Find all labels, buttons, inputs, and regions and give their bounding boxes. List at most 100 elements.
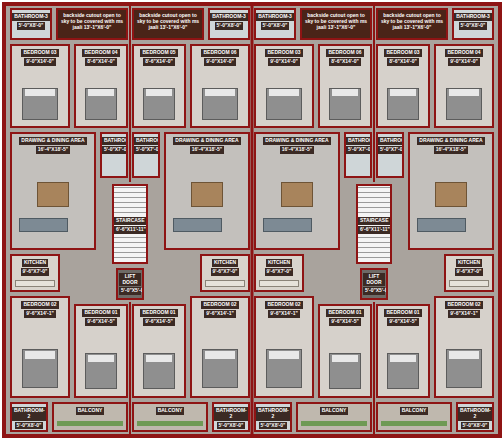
kitchen-room: KITCHEN9'-6"X7'-0" (200, 254, 250, 292)
bedroom-room: BEDROOM 019'-6"X14'-5" (376, 304, 430, 398)
room-dimension: 5'-0"X8'-0" (261, 22, 290, 30)
room-dimension: 16'-4"X18'-5" (280, 146, 314, 154)
staircase-box: STAIRCASE6'-6"X11'-11" (356, 184, 392, 264)
party-wall (373, 302, 375, 436)
bedroom-room: BEDROOM 029'-6"X14'-1" (434, 296, 494, 398)
pillow-furniture (390, 355, 416, 362)
pillow-furniture (449, 89, 478, 95)
bathroom-room: BATHROOM5'-0"X7'-0" (132, 132, 160, 178)
room-name: backside cutout open to sky to be covere… (58, 13, 126, 30)
bathroom-room: BATHROOM5'-0"X7'-0" (100, 132, 128, 178)
party-wall (373, 4, 375, 182)
kitchen-counter (205, 280, 245, 286)
cutout-area: backside cutout open to sky to be covere… (132, 8, 204, 40)
pillow-furniture (25, 351, 54, 359)
room-dimension: 9'-6"X7'-0" (455, 268, 484, 276)
room-name: BATHROOM-3 (256, 13, 294, 21)
planter-strip (137, 421, 203, 426)
room-name: BEDROOM 02 (201, 301, 238, 309)
room-dimension: 9'-6"X14'-1" (24, 310, 56, 318)
pillow-furniture (332, 355, 358, 362)
room-dimension: 5'-0"X8'-0" (217, 422, 246, 430)
room-name: backside cutout open to sky to be covere… (378, 13, 446, 30)
room-dimension: 9'-6"X14'-5" (387, 318, 419, 326)
room-dimension: 9'-6"X14'-5" (143, 318, 175, 326)
dining-table (435, 182, 468, 207)
room-name: BATHROOM-3 (454, 13, 492, 21)
room-name: BEDROOM 06 (326, 49, 363, 57)
lift-box: LIFT DOOR5'-0"X5'-0" (116, 268, 144, 300)
pillow-furniture (146, 355, 172, 362)
dining-table (37, 182, 70, 207)
room-dimension: 9'-6"X14'-1" (448, 310, 480, 318)
bedroom-room: BEDROOM 068'-6"X14'-0" (318, 44, 372, 128)
room-dimension: 8'-6"X14'-0" (387, 58, 419, 66)
bathroom-room: BATHROOM-25'-0"X8'-0" (212, 402, 250, 432)
room-name: BEDROOM 04 (445, 49, 482, 57)
room-dimension: 6'-6"X11'-11" (358, 226, 390, 234)
room-dimension: 9'-0"X14'-0" (204, 58, 236, 66)
room-dimension: 9'-0"X14'-0" (448, 58, 480, 66)
dining-table (281, 182, 314, 207)
pillow-furniture (449, 351, 478, 359)
room-name: BATHROOM (102, 137, 126, 145)
bedroom-room: BEDROOM 019'-6"X14'-5" (132, 304, 186, 398)
planter-strip (301, 421, 367, 426)
room-dimension: 5'-0"X5'-0" (363, 287, 385, 295)
room-name: BATHROOM-2 (256, 407, 290, 421)
pillow-furniture (88, 355, 114, 362)
room-dimension: 9'-6"X14'-5" (329, 318, 361, 326)
kitchen-counter (15, 280, 55, 286)
balcony-area: BALCONY (132, 402, 208, 432)
room-name: BATHROOM (378, 137, 402, 145)
bathroom-room: BATHROOM5'-0"X7'-0" (376, 132, 404, 178)
lift-box: LIFT DOOR5'-0"X5'-0" (360, 268, 388, 300)
bedroom-room: BEDROOM 029'-6"X14'-1" (190, 296, 250, 398)
bedroom-room: BEDROOM 039'-0"X14'-0" (254, 44, 314, 128)
room-name: STAIRCASE (358, 217, 390, 225)
room-dimension: 5'-0"X5'-0" (119, 287, 141, 295)
room-name: BALCONY (76, 407, 105, 415)
pillow-furniture (205, 89, 234, 95)
room-dimension: 9'-6"X7'-0" (265, 268, 294, 276)
party-wall (129, 4, 131, 182)
room-name: BEDROOM 06 (201, 49, 238, 57)
room-name: BEDROOM 01 (384, 309, 421, 317)
room-dimension: 5'-0"X8'-0" (15, 422, 44, 430)
room-name: BEDROOM 01 (140, 309, 177, 317)
cutout-area: backside cutout open to sky to be covere… (300, 8, 372, 40)
room-dimension: 16'-4"X18'-5" (190, 146, 224, 154)
outer-wall (4, 4, 500, 436)
bedroom-room: BEDROOM 038'-6"X14'-0" (376, 44, 430, 128)
bathroom-room: BATHROOM-25'-0"X8'-0" (10, 402, 48, 432)
room-dimension: 9'-6"X7'-0" (21, 268, 50, 276)
room-name: BATHROOM (134, 137, 158, 145)
room-name: LIFT DOOR (119, 273, 141, 287)
pillow-furniture (205, 351, 234, 359)
pillow-furniture (269, 89, 298, 95)
bedroom-room: BEDROOM 019'-6"X14'-5" (318, 304, 372, 398)
living-room: DRAWING & DINING AREA16'-4"X18'-5" (164, 132, 250, 250)
room-name: BATHROOM-2 (214, 407, 248, 421)
pillow-furniture (88, 89, 114, 95)
living-room: DRAWING & DINING AREA16'-4"X18'-5" (254, 132, 340, 250)
living-room: DRAWING & DINING AREA16'-4"X18'-5" (408, 132, 494, 250)
room-dimension: 5'-0"X7'-0" (102, 146, 126, 154)
sofa-furniture (19, 218, 68, 232)
bathroom-room: BATHROOM5'-0"X7'-0" (344, 132, 372, 178)
bedroom-room: BEDROOM 029'-6"X14'-1" (10, 296, 70, 398)
bathroom-room: BATHROOM-25'-0"X8'-0" (254, 402, 292, 432)
staircase-box: STAIRCASE6'-6"X11'-11" (112, 184, 148, 264)
bedroom-room: BEDROOM 019'-6"X14'-5" (74, 304, 128, 398)
room-name: BEDROOM 02 (21, 301, 58, 309)
room-dimension: 9'-6"X14'-1" (268, 310, 300, 318)
balcony-area: BALCONY (296, 402, 372, 432)
room-name: BEDROOM 05 (140, 49, 177, 57)
room-dimension: 16'-4"X18'-5" (36, 146, 70, 154)
room-name: BALCONY (156, 407, 185, 415)
room-name: BEDROOM 02 (445, 301, 482, 309)
room-dimension: 9'-6"X7'-0" (211, 268, 240, 276)
room-name: BALCONY (320, 407, 349, 415)
room-dimension: 5'-0"X8'-0" (461, 422, 490, 430)
